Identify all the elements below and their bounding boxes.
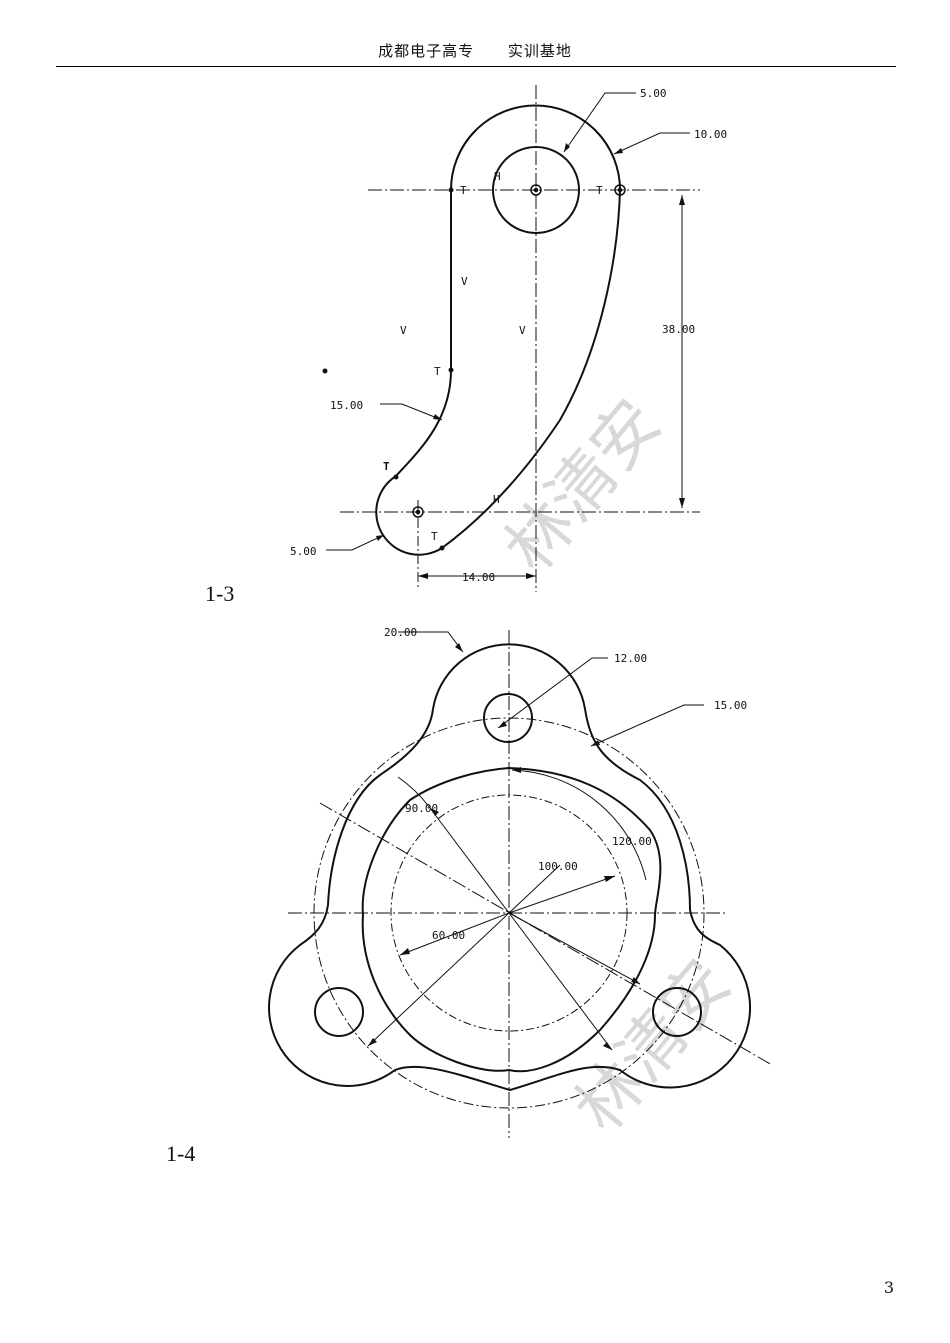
part-outline bbox=[375, 104, 622, 556]
bolt-circle bbox=[313, 717, 705, 1109]
leader-r-top-hole bbox=[563, 92, 636, 153]
watermark-top: 林清安 bbox=[490, 385, 676, 586]
header-base: 实训基地 bbox=[507, 42, 572, 60]
figure-label-1-4: 1-4 bbox=[166, 1141, 196, 1166]
constraint-v: V bbox=[461, 275, 468, 288]
hole-left bbox=[314, 987, 364, 1037]
dim-d-inner: 60.00 bbox=[432, 929, 465, 942]
dim-r-top-hole: 5.00 bbox=[640, 87, 667, 100]
page-header: 成都电子高专 实训基地 bbox=[0, 40, 950, 61]
dim-r-bottom: 5.00 bbox=[290, 545, 317, 558]
constraint-t: T bbox=[431, 530, 438, 543]
inner-circle bbox=[390, 794, 628, 1032]
figure-label-1-3: 1-3 bbox=[205, 581, 235, 606]
constraint-t: T bbox=[596, 184, 603, 197]
dim-angle-b: 120.00 bbox=[612, 835, 652, 848]
figure-1-3 bbox=[322, 85, 700, 592]
watermark-bottom: 林清安 bbox=[560, 945, 746, 1146]
dim-r-mid: 15.00 bbox=[330, 399, 363, 412]
dim-r-lobe: 20.00 bbox=[384, 626, 417, 639]
hole-top bbox=[483, 693, 533, 743]
header-rule bbox=[56, 66, 896, 67]
constraint-v: V bbox=[519, 324, 526, 337]
constraint-h: H bbox=[493, 493, 500, 506]
hole-right bbox=[652, 987, 702, 1037]
dim-r-fillet: 15.00 bbox=[714, 699, 747, 712]
center-mark-top bbox=[530, 184, 542, 196]
angle-arc-120 bbox=[511, 769, 647, 881]
leader-r-top-arc bbox=[613, 132, 690, 155]
inner-outline bbox=[361, 766, 662, 1073]
figure-1-4 bbox=[267, 630, 773, 1138]
constraint-t: T bbox=[460, 184, 467, 197]
centerline-diag-a bbox=[319, 802, 773, 1066]
header-school: 成都电子高专 bbox=[378, 42, 475, 60]
dim-r-top-arc: 10.00 bbox=[694, 128, 727, 141]
watermark-text: 林清安 bbox=[490, 385, 676, 586]
constraint-t: T bbox=[434, 365, 441, 378]
dim-angle: 90.00 bbox=[405, 802, 438, 815]
center-mark-bottom bbox=[412, 506, 424, 518]
leader-r-fillet bbox=[590, 704, 704, 747]
dim-d-bolt: 100.00 bbox=[538, 860, 578, 873]
leader-d-hole bbox=[497, 657, 608, 729]
dim-d-hole: 12.00 bbox=[614, 652, 647, 665]
watermark-text: 林清安 bbox=[560, 945, 746, 1146]
leader-r-mid bbox=[380, 403, 443, 421]
constraint-h: H bbox=[494, 170, 501, 183]
top-hole bbox=[492, 146, 580, 234]
constraint-t: T bbox=[383, 460, 390, 473]
constraint-v: V bbox=[400, 324, 407, 337]
dim-offset: 14.00 bbox=[462, 571, 495, 584]
angle-arc-90 bbox=[397, 776, 431, 809]
dim-height: 38.00 bbox=[662, 323, 695, 336]
part-outline bbox=[267, 643, 752, 1092]
page-number: 3 bbox=[883, 1278, 894, 1297]
leader-r-bottom bbox=[326, 534, 385, 551]
center-mark-right bbox=[614, 184, 626, 196]
